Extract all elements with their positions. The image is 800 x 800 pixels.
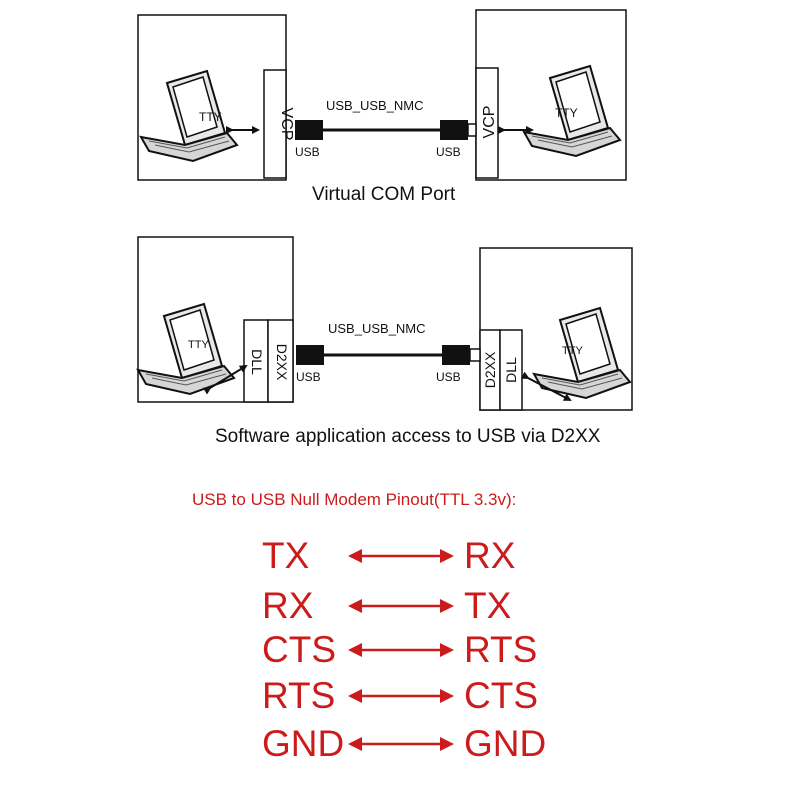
left-dll-label: DLL xyxy=(249,349,265,375)
right-computer-box xyxy=(475,9,627,181)
pinout-title: USB to USB Null Modem Pinout(TTL 3.3v): xyxy=(192,490,517,509)
right-d2xx-label: D2XX xyxy=(482,351,498,388)
left-vcp-box xyxy=(263,69,287,179)
top-diagram-caption: Virtual COM Port xyxy=(312,184,456,205)
pin-right-signal: RTS xyxy=(464,629,538,670)
pin-right-signal: TX xyxy=(464,585,512,626)
pin-left-signal: CTS xyxy=(262,629,336,670)
right-dll-box xyxy=(499,329,523,411)
top-diagram: TTY VCP TTY VCP USB_USB_NMC USB USB xyxy=(137,9,627,181)
right-dll-label: DLL xyxy=(503,357,519,383)
pin-right-signal: RX xyxy=(464,535,516,576)
left-usb-label: USB xyxy=(296,370,321,384)
pinout-row: CTS RTS xyxy=(0,628,800,672)
right-vcp-label: VCP xyxy=(481,106,498,139)
right-vcp-box xyxy=(475,67,499,179)
right-usb-port xyxy=(467,123,477,137)
pin-left-signal: GND xyxy=(262,723,345,764)
cable-label: USB_USB_NMC xyxy=(326,98,424,113)
left-tty-arrow xyxy=(202,364,248,395)
left-usb-plug xyxy=(296,345,324,365)
left-tty-label: TTY xyxy=(199,110,222,124)
pinout-row: RTS CTS xyxy=(0,674,800,718)
left-vcp-label: VCP xyxy=(278,108,295,141)
double-arrow-icon xyxy=(348,689,454,703)
pinout-row: TX RX xyxy=(0,534,800,578)
right-usb-port xyxy=(469,348,481,362)
right-tty-label: TTY xyxy=(562,345,583,357)
right-tty-arrow xyxy=(520,371,572,401)
pin-left-signal: RX xyxy=(262,585,314,626)
pinout-row: RX TX xyxy=(0,584,800,628)
pin-right-signal: GND xyxy=(464,723,547,764)
bottom-diagram: TTY DLL D2XX TTY D2XX DLL USB_USB_NMC US… xyxy=(137,236,633,411)
left-d2xx-box xyxy=(267,319,294,403)
right-usb-plug xyxy=(442,345,470,365)
right-usb-label: USB xyxy=(436,370,461,384)
left-usb-plug xyxy=(295,120,323,140)
double-arrow-icon xyxy=(348,737,454,751)
double-arrow-icon xyxy=(348,549,454,563)
double-arrow-icon xyxy=(348,599,454,613)
pin-left-signal: TX xyxy=(262,535,310,576)
pinout-row: GND GND xyxy=(0,722,800,766)
bottom-diagram-caption: Software application access to USB via D… xyxy=(215,426,601,447)
left-tty-label: TTY xyxy=(188,339,209,351)
pin-left-signal: RTS xyxy=(262,675,336,716)
left-d2xx-label: D2XX xyxy=(274,344,290,381)
pin-right-signal: CTS xyxy=(464,675,538,716)
cable-label: USB_USB_NMC xyxy=(328,321,426,336)
right-usb-label: USB xyxy=(436,145,461,159)
left-usb-label: USB xyxy=(295,145,320,159)
right-usb-plug xyxy=(440,120,468,140)
right-tty-label: TTY xyxy=(555,106,578,120)
double-arrow-icon xyxy=(348,643,454,657)
